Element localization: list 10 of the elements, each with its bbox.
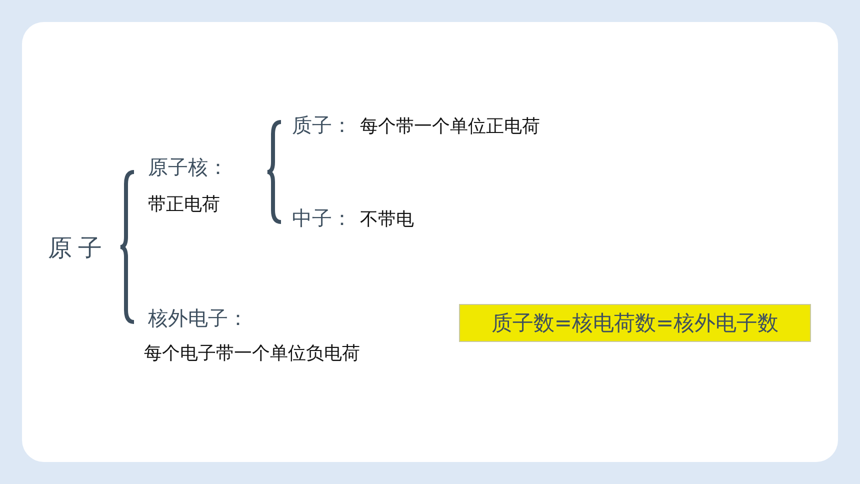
heading-text: 核外电子： (148, 306, 248, 330)
description-text: 每个带一个单位正电荷 (360, 116, 540, 138)
heading-text: 质子： (292, 113, 352, 137)
description-text: 带正电荷 (148, 194, 220, 216)
heading-text: 中子： (292, 206, 352, 230)
description-text: 不带电 (360, 209, 414, 231)
heading-text: 原子 (48, 234, 108, 263)
formula-box: 质子数=核电荷数=核外电子数 (459, 304, 811, 342)
heading-text: 原子核： (148, 155, 228, 179)
description-text: 每个电子带一个单位负电荷 (144, 343, 360, 365)
